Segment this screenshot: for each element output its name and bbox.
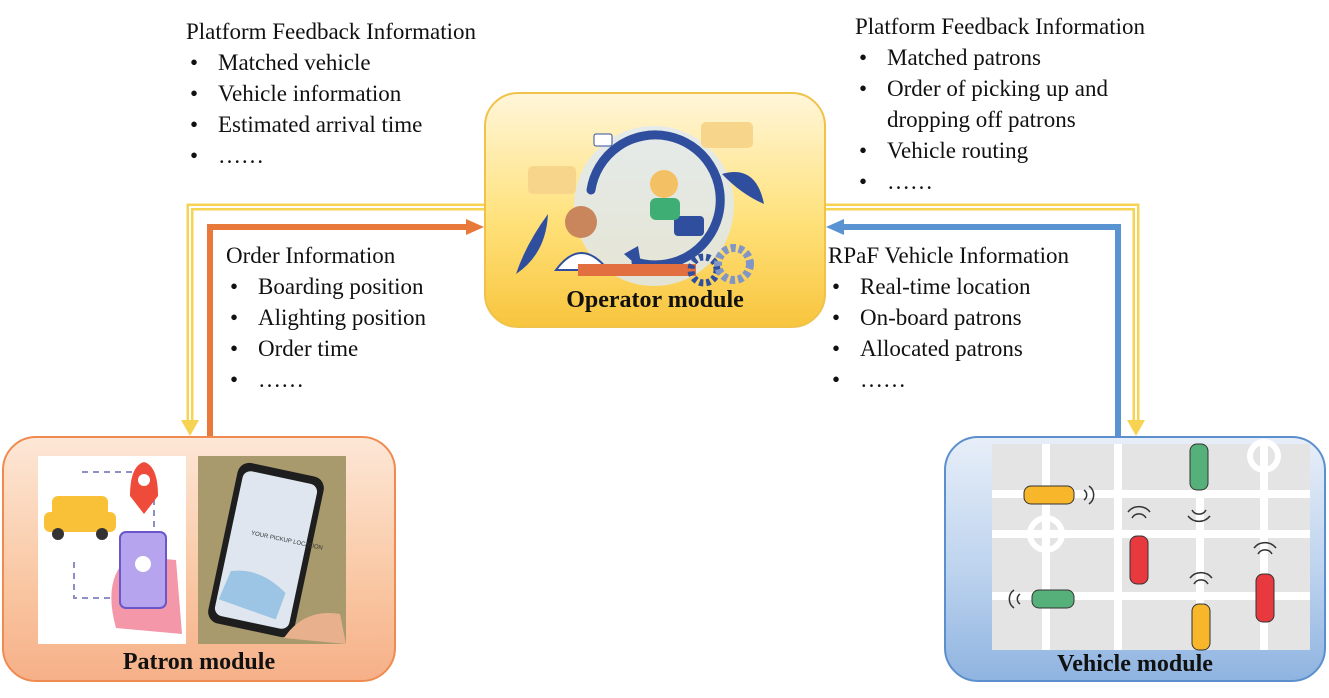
operator-module: Operator module [484,92,826,328]
feedback-to-vehicle-item: Vehicle routing [855,135,1145,166]
order-arrow-to-operator [207,219,484,436]
feedback-to-vehicle-item: Order of picking up and [855,73,1145,104]
phone-in-hand-icon [111,531,182,634]
feedback-to-patron-block: Platform Feedback Information Matched ve… [186,16,476,171]
operator-module-label: Operator module [566,287,744,313]
customer-service-agent-illustration [516,122,764,287]
vehicle-info-item: …… [828,364,1069,395]
vehicle-info-title: RPaF Vehicle Information [828,243,1070,268]
feedback-to-vehicle-item: dropping off patrons [887,107,1076,132]
vehicle-info-item: Real-time location [828,271,1069,302]
vehicle-info-item: On-board patrons [828,302,1069,333]
street-grid-map [992,439,1310,651]
vehicle-info-item: Allocated patrons [828,333,1069,364]
feedback-to-vehicle-block: Platform Feedback Information Matched pa… [855,11,1145,197]
wifi-signal-icon [1008,485,1277,609]
patron-module-label: Patron module [122,649,276,675]
vehicle-module-label: Vehicle module [1057,651,1213,677]
feedback-to-vehicle-item: …… [855,166,1145,197]
feedback-to-patron-title: Platform Feedback Information [186,19,476,44]
order-info-item: …… [226,364,426,395]
order-info-title: Order Information [226,243,396,268]
order-info-block: Order Information Boarding position Alig… [226,240,426,395]
vehicle-module: Vehicle module [944,436,1326,682]
feedback-arrow-to-patron [181,203,484,436]
feedback-to-vehicle-title: Platform Feedback Information [855,14,1145,39]
gear-icons [687,244,754,287]
vehicle-info-block: RPaF Vehicle Information Real-time locat… [828,240,1069,395]
order-info-item: Order time [226,333,426,364]
map-on-phone-photo: YOUR PICKUP LOCATION [198,456,346,644]
feedback-to-patron-item: Estimated arrival time [186,109,476,140]
feedback-to-patron-item: Matched vehicle [186,47,476,78]
vehicle-info-arrow-to-operator [826,219,1121,436]
car-icon [1023,443,1275,651]
chat-bubbles [528,122,753,236]
taxi-icon [44,496,116,540]
feedback-to-patron-item: Vehicle information [186,78,476,109]
location-pin-icon [130,462,158,514]
order-info-item: Alighting position [226,302,426,333]
order-info-item: Boarding position [226,271,426,302]
feedback-to-vehicle-item: Matched patrons [855,42,1145,73]
feedback-to-patron-item: …… [186,140,476,171]
patron-module: YOUR PICKUP LOCATION Patron module [2,436,396,682]
patron-illustration: YOUR PICKUP LOCATION [38,456,346,644]
feedback-arrow-to-vehicle [826,203,1145,436]
